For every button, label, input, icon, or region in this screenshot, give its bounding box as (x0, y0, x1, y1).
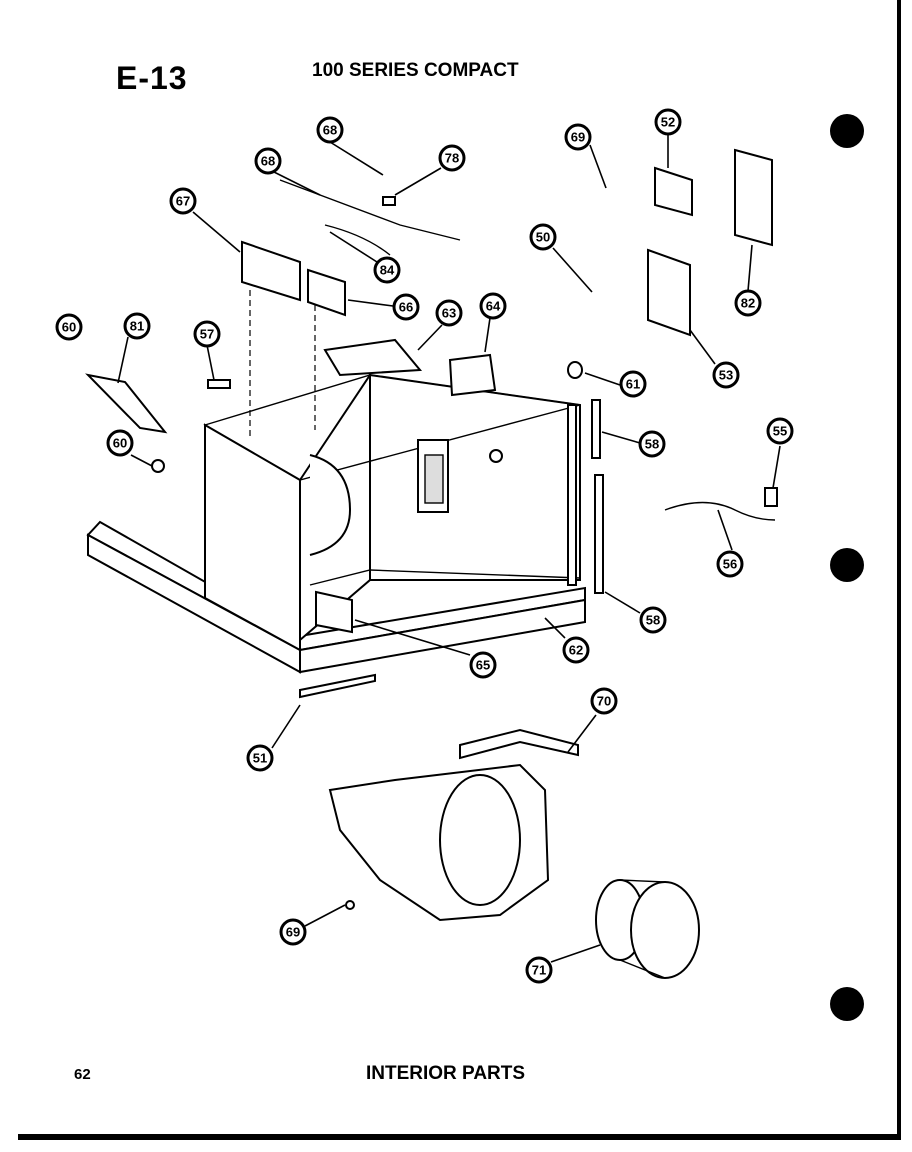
part-58-strip-lower (594, 474, 604, 594)
part-78-clip (382, 196, 396, 206)
callout-69: 69 (279, 918, 307, 946)
svg-text:70: 70 (597, 694, 611, 709)
part-53-box (647, 248, 691, 337)
svg-text:67: 67 (176, 194, 190, 209)
callout-52: 52 (654, 108, 682, 136)
callout-81: 81 (123, 312, 151, 340)
callout-61: 61 (619, 370, 647, 398)
callout-69: 69 (564, 123, 592, 151)
part-60-nut (151, 459, 165, 473)
binder-hole-middle (830, 548, 864, 582)
svg-text:62: 62 (569, 643, 583, 658)
part-84-wire (324, 224, 391, 256)
callout-82: 82 (734, 289, 762, 317)
svg-text:65: 65 (476, 658, 490, 673)
part-67-panel (241, 240, 301, 302)
binder-hole-top (830, 114, 864, 148)
callout-70: 70 (590, 687, 618, 715)
svg-text:78: 78 (445, 151, 459, 166)
svg-text:84: 84 (380, 263, 395, 278)
svg-text:60: 60 (113, 436, 127, 451)
callout-84: 84 (373, 256, 401, 284)
svg-text:56: 56 (723, 557, 737, 572)
svg-text:69: 69 (286, 925, 300, 940)
section-title: INTERIOR PARTS (366, 1063, 526, 1084)
svg-text:81: 81 (130, 319, 144, 334)
callout-66: 66 (392, 293, 420, 321)
callout-64: 64 (479, 292, 507, 320)
part-56-capillary (664, 501, 776, 521)
callout-63: 63 (435, 299, 463, 327)
callout-68: 68 (254, 147, 282, 175)
page-id: E-13 (116, 60, 188, 96)
svg-text:58: 58 (646, 613, 660, 628)
svg-text:61: 61 (626, 377, 640, 392)
callout-78: 78 (438, 144, 466, 172)
callout-62: 62 (562, 636, 590, 664)
part-70-bracket (459, 728, 579, 760)
callout-60: 60 (106, 429, 134, 457)
page-edge-right (897, 0, 901, 1140)
callout-57: 57 (193, 320, 221, 348)
svg-text:60: 60 (62, 320, 76, 335)
page-number: 62 (74, 1066, 91, 1083)
part-82-cover (734, 148, 773, 247)
cabinet (203, 371, 581, 652)
svg-text:64: 64 (486, 299, 501, 314)
page-edge-bottom (18, 1134, 898, 1140)
part-81-bracket (85, 373, 168, 434)
svg-text:82: 82 (741, 296, 755, 311)
part-69-screw (345, 900, 355, 910)
svg-text:51: 51 (253, 751, 267, 766)
svg-text:63: 63 (442, 306, 456, 321)
callout-56: 56 (716, 550, 744, 578)
callout-58: 58 (639, 606, 667, 634)
part-52-bracket (654, 166, 693, 217)
part-64-panel (448, 353, 497, 397)
part-55-switch (764, 487, 778, 507)
svg-text:66: 66 (399, 300, 413, 315)
svg-text:50: 50 (536, 230, 550, 245)
callout-53: 53 (712, 361, 740, 389)
svg-text:69: 69 (571, 130, 585, 145)
part-51-strip (299, 673, 376, 699)
callout-65: 65 (469, 651, 497, 679)
callout-58: 58 (638, 430, 666, 458)
part-57-clip (207, 379, 231, 389)
part-71-blower-wheel (595, 879, 700, 979)
svg-text:55: 55 (773, 424, 787, 439)
svg-text:71: 71 (532, 963, 546, 978)
svg-text:57: 57 (200, 327, 214, 342)
part-65-plate (315, 590, 353, 634)
svg-text:68: 68 (323, 123, 337, 138)
svg-text:53: 53 (719, 368, 733, 383)
leader-lines (117, 133, 781, 963)
callout-60: 60 (55, 313, 83, 341)
svg-text:52: 52 (661, 115, 675, 130)
part-61-grommet (567, 361, 583, 379)
part-66-panel (307, 268, 346, 317)
svg-text:68: 68 (261, 154, 275, 169)
callout-67: 67 (169, 187, 197, 215)
svg-text:58: 58 (645, 437, 659, 452)
part-58-strip-upper (591, 399, 601, 459)
callout-71: 71 (525, 956, 553, 984)
callout-51: 51 (246, 744, 274, 772)
callout-55: 55 (766, 417, 794, 445)
callout-68: 68 (316, 116, 344, 144)
part-58-rail (567, 404, 577, 586)
part-63-panel (323, 338, 423, 377)
callout-50: 50 (529, 223, 557, 251)
series-title: 100 SERIES COMPACT (312, 60, 519, 81)
binder-hole-bottom (830, 987, 864, 1021)
